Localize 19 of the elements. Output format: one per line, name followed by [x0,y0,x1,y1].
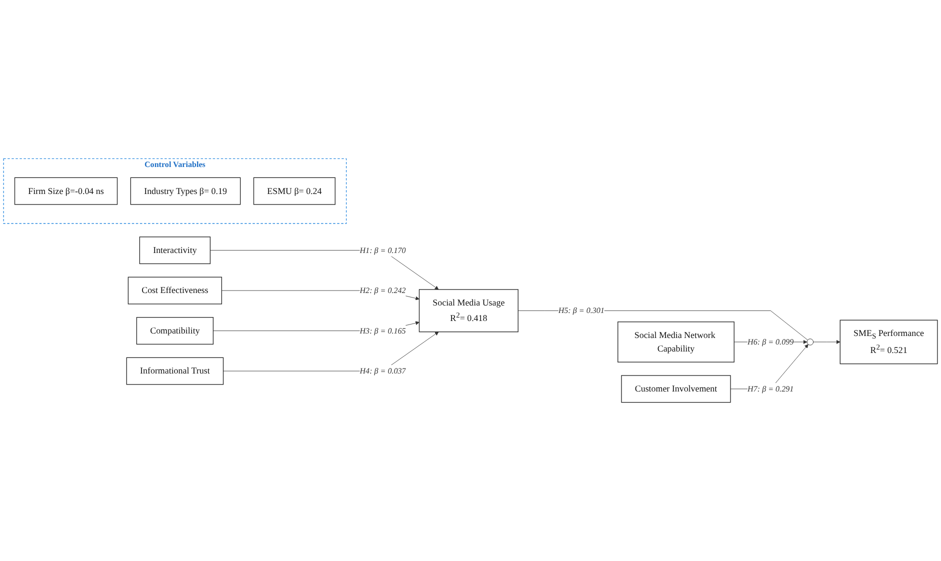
node-box: Customer Involvement [621,375,731,403]
edge-label: H2: β = 0.242 [360,286,406,295]
edge-label: H7: β = 0.291 [748,384,794,394]
edge-label: H1: β = 0.170 [360,246,406,255]
node-box: Interactivity [139,236,211,264]
node-box: Compatibility [136,317,214,345]
node-box: Firm Size β=-0.04 ns [14,177,118,205]
node-point [806,338,814,346]
edge-label: H6: β = 0.099 [748,337,794,346]
node-box: Social Media Network Capability [618,322,734,362]
edge-label: H4: β = 0.037 [360,366,406,376]
edge-label: H3: β = 0.165 [360,326,406,336]
node-box: ESMU β= 0.24 [253,177,336,205]
node-box: Informational Trust [126,357,224,385]
node-box: Social Media Usage R$^{2}$= 0.418 [418,289,518,332]
edge-label: H5: β = 0.301 [558,306,604,315]
node-box: Cost Effectiveness [128,276,222,304]
node-box: SME$_{S}$ Performance R$^{2}$= 0.521 [840,320,938,364]
node-box: Industry Types β= 0.19 [130,177,241,205]
